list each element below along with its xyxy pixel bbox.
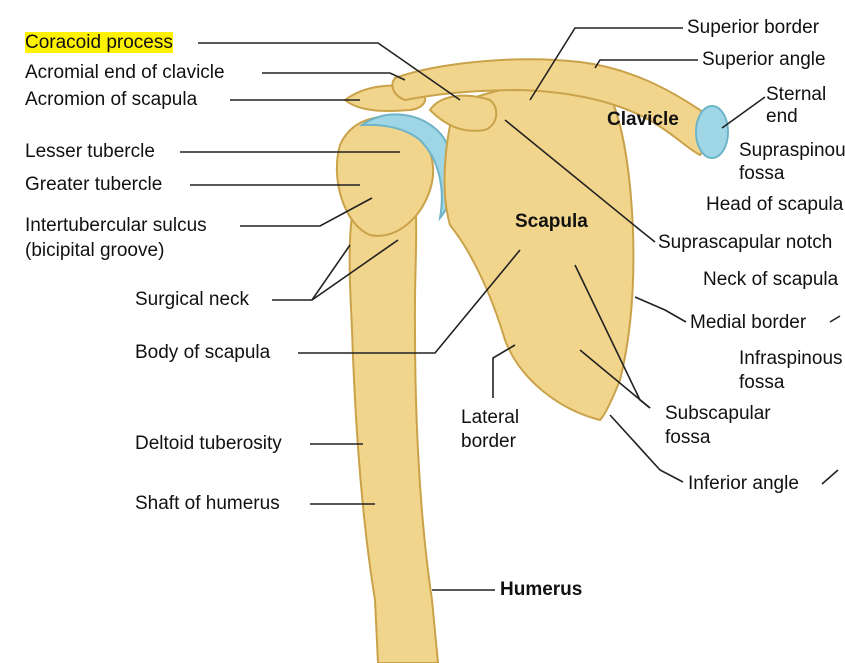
- coracoid-process: [430, 96, 496, 131]
- label-intertubercular-2: (bicipital groove): [25, 240, 164, 262]
- label-head-scapula: Head of scapula: [706, 194, 843, 216]
- label-surgical-neck: Surgical neck: [135, 289, 249, 311]
- label-suprascapular-notch: Suprascapular notch: [658, 232, 832, 254]
- label-acromion: Acromion of scapula: [25, 89, 197, 111]
- label-infraspinous-2: fossa: [739, 372, 784, 394]
- label-sternal-end-1: Sternal: [766, 84, 826, 106]
- label-supraspinous-2: fossa: [739, 163, 784, 185]
- label-deltoid-tuberosity: Deltoid tuberosity: [135, 433, 282, 455]
- label-shaft-humerus: Shaft of humerus: [135, 493, 280, 515]
- label-medial-border: Medial border: [690, 312, 806, 334]
- label-humerus: Humerus: [500, 579, 582, 601]
- label-subscapular-2: fossa: [665, 427, 710, 449]
- label-clavicle: Clavicle: [607, 109, 679, 131]
- label-scapula: Scapula: [515, 211, 588, 233]
- label-lateral-border-2: border: [461, 431, 516, 453]
- sternal-end-cartilage: [696, 106, 728, 158]
- label-body-scapula: Body of scapula: [135, 342, 270, 364]
- label-sternal-end-2: end: [766, 106, 798, 128]
- label-neck-scapula: Neck of scapula: [703, 269, 838, 291]
- label-greater-tubercle: Greater tubercle: [25, 174, 162, 196]
- label-acromial-end: Acromial end of clavicle: [25, 62, 225, 84]
- label-superior-border: Superior border: [687, 17, 819, 39]
- label-coracoid-process: Coracoid process: [25, 32, 173, 54]
- label-infraspinous-1: Infraspinous: [739, 348, 843, 370]
- label-supraspinous-1: Supraspinous: [739, 140, 845, 162]
- label-lesser-tubercle: Lesser tubercle: [25, 141, 155, 163]
- label-subscapular-1: Subscapular: [665, 403, 771, 425]
- humerus-shaft: [350, 170, 438, 663]
- label-intertubercular-1: Intertubercular sulcus: [25, 215, 207, 237]
- label-inferior-angle: Inferior angle: [688, 473, 799, 495]
- coracoid-highlight: Coracoid process: [25, 32, 173, 53]
- label-lateral-border-1: Lateral: [461, 407, 519, 429]
- label-superior-angle: Superior angle: [702, 49, 826, 71]
